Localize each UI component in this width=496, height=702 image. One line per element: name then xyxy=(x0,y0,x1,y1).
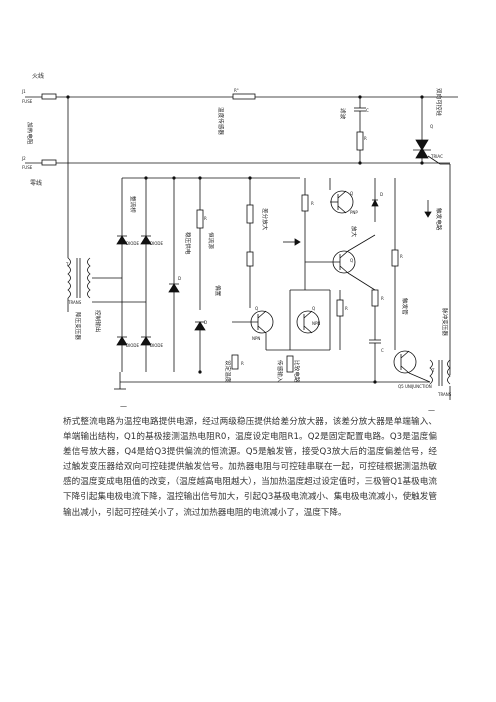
r-t-tag: R xyxy=(400,254,403,259)
r-reg-tag: R xyxy=(204,216,207,221)
cap1-tag: C xyxy=(366,108,369,113)
d5-tag: D xyxy=(380,192,383,197)
r-set-tag: R xyxy=(241,361,244,366)
amp-label: 放大 xyxy=(350,226,358,238)
d4-tag: DIODE xyxy=(150,343,163,348)
zener-regulator: D R D xyxy=(168,178,207,372)
q-triac-tag: Q xyxy=(430,124,433,129)
rt-tag: R° xyxy=(234,88,239,93)
r-c1-tag: R xyxy=(311,201,314,206)
npn1-tag: NPN xyxy=(252,336,260,341)
compare-label: 比较电路 xyxy=(293,360,301,383)
fuse1-tag: FUSE xyxy=(22,99,33,104)
z2-tag: D xyxy=(204,320,207,325)
minus-right: — xyxy=(428,406,435,414)
current-arrow xyxy=(283,238,301,246)
trigger-label: 触发电路 xyxy=(435,208,443,231)
bottom-rail xyxy=(25,159,450,166)
d2-tag: DIODE xyxy=(150,241,163,246)
res1-tag: R xyxy=(364,136,367,141)
diff-label: 差分放大 xyxy=(261,208,269,231)
set-temp-label: 设定温度 xyxy=(224,360,232,383)
thyristor-label: 双向可控硅 xyxy=(435,88,443,116)
q4-constant-current: Q PNP D xyxy=(329,178,383,222)
d1-tag: DIODE xyxy=(126,241,139,246)
circuit-schematic: 火线 J1 FUSE J2 FUSE 零线 加热电阻 温度传感器 R° C R … xyxy=(21,72,458,414)
q3-tag: Q xyxy=(350,258,353,263)
q4-tag: Q xyxy=(350,191,353,196)
trans1-tag: TRANS xyxy=(67,300,82,305)
collector-loads: R R xyxy=(301,178,348,350)
bias-label: 偏置 xyxy=(214,285,222,297)
filter-network: C R xyxy=(354,97,369,163)
d3-tag: DIODE xyxy=(126,343,139,348)
triac-symbol: Q TRIAC xyxy=(413,97,450,165)
regulator-label: 稳压供电 xyxy=(184,232,192,255)
differential-amplifier: Q NPN Q NPN R xyxy=(231,178,331,373)
trigger-network: Q5 UNIJUNCTION R xyxy=(391,178,432,389)
neutral-label: 零线 xyxy=(30,179,42,187)
live-label: 火线 xyxy=(32,72,44,80)
sensor-input-label: 传感输入 xyxy=(276,360,284,383)
q3-amplifier: Q R C xyxy=(305,234,384,382)
q2-tag: Q xyxy=(312,306,315,311)
j2-tag: J2 xyxy=(21,156,26,161)
junction-dots xyxy=(66,95,424,384)
npn2-tag: NPN xyxy=(312,321,320,326)
trigger-tube-label: 触发管 xyxy=(401,298,409,315)
circuit-description: 桥式整流电路为温控电路提供电源，经过两级稳压提供给差分放大器，该差分放大器是单端… xyxy=(63,417,437,518)
bridge-label: 整流桥 xyxy=(129,196,137,213)
r-c2-tag: R xyxy=(345,306,348,311)
q1-tag: Q xyxy=(255,306,258,311)
t1-tag: T xyxy=(65,262,69,267)
thermistor-label: 温度传感器 xyxy=(217,107,225,135)
lower-ground-rail xyxy=(114,372,430,390)
j1-tag: J1 xyxy=(21,89,26,94)
pnp-tag: PNP xyxy=(350,210,358,215)
heater-label: 加热电阻 xyxy=(26,122,34,145)
pulse-transformer: T TRANS xyxy=(429,164,452,400)
output-label: 控制输出 xyxy=(94,310,102,332)
bridge-rectifier: DIODE DIODE DIODE DIODE xyxy=(92,177,300,372)
t2-tag: T xyxy=(431,368,435,373)
r-e3-tag: R xyxy=(381,296,384,301)
q5-tag: Q5 UNIJUNCTION xyxy=(398,384,432,389)
triac-tag: TRIAC xyxy=(430,154,443,159)
z1-tag: D xyxy=(178,276,181,281)
pulse-tx-label: 脉冲变压器 xyxy=(441,308,449,336)
transformer-label: 降压变压器 xyxy=(74,312,82,340)
signal-arrow xyxy=(424,200,432,218)
top-rail xyxy=(25,93,458,258)
minus-left: — xyxy=(120,402,127,410)
constant-label: 恒流源 xyxy=(207,232,215,249)
stepdown-transformer: T TRANS xyxy=(65,257,91,312)
fuse2-tag: FUSE xyxy=(22,165,33,170)
filter-label: 滤波 xyxy=(339,108,347,120)
trans2-tag: TRANS xyxy=(437,392,452,397)
c-e3-tag: C xyxy=(381,348,384,353)
